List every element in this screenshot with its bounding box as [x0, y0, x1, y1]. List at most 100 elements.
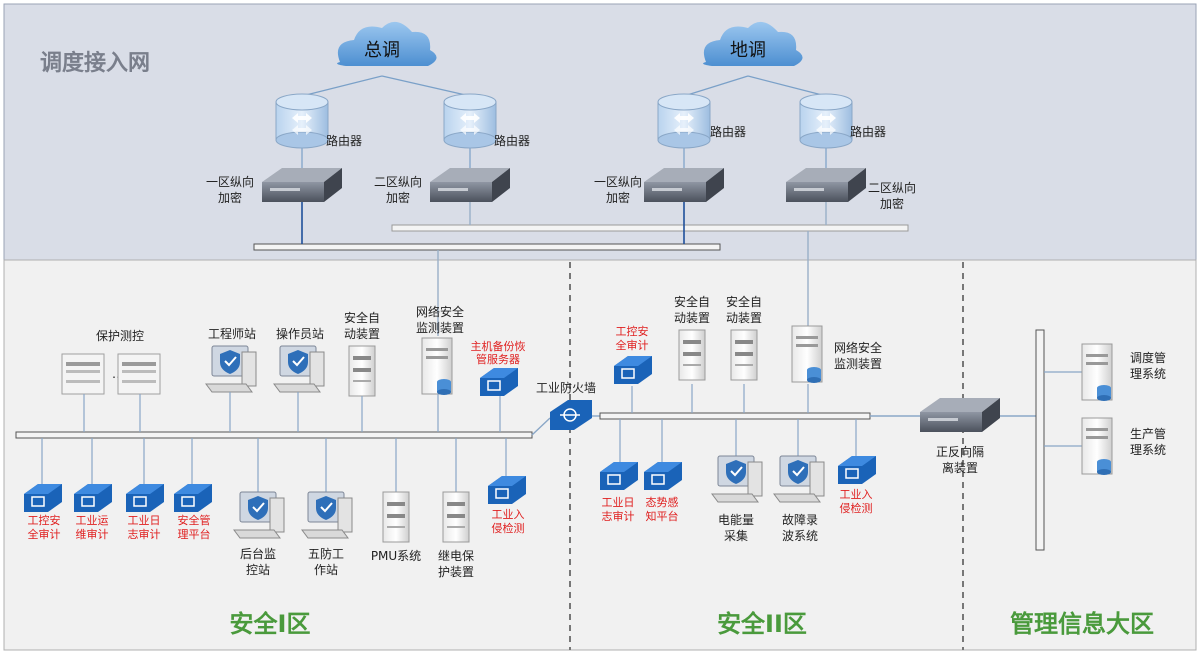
cloud-label-regional: 地调 [730, 40, 766, 61]
protection-panel-icon [117, 353, 161, 395]
encryption-to-bus-lines [301, 202, 685, 244]
zone1-bus-drops [41, 392, 507, 492]
dispatch-label: 调度管 [1130, 350, 1166, 365]
enc-label: 加密 [218, 190, 242, 205]
ids2-label: 工业入 [840, 488, 873, 501]
energy-label: 电能量 [718, 513, 754, 527]
isolation-label: 离装置 [942, 460, 978, 475]
router-icon [657, 93, 711, 149]
audit-ctrl-label: 全审计 [28, 527, 61, 541]
router-label: 路由器 [326, 133, 362, 148]
backend-label: 后台监 [240, 546, 276, 561]
enc-label: 加密 [386, 190, 410, 205]
production-label: 理系统 [1130, 443, 1166, 457]
operator-workstation-icon [273, 345, 325, 393]
router-icon [443, 93, 497, 149]
audit-ops-label: 工业运 [76, 514, 109, 527]
enc-label: 二区纵向 [374, 174, 422, 189]
secmgr-label: 理平台 [178, 527, 211, 541]
pmu-label: PMU系统 [371, 549, 421, 563]
audit2-ctrl-label: 全审计 [616, 338, 649, 352]
isolation-label: 正反向隔 [936, 444, 984, 459]
cloud-icon [337, 21, 437, 66]
zone1-bus [15, 431, 533, 439]
fiveproof-label: 作站 [314, 563, 338, 577]
zone2-encryption-links [469, 202, 827, 225]
auto-device-icon [730, 329, 758, 381]
auto-device-label: 安全自 [344, 310, 380, 325]
auto-device-icon [678, 329, 706, 381]
protection-label: 保护测控 [96, 329, 144, 343]
auto2-label: 安全自 [726, 294, 762, 309]
auto2-label: 动装置 [674, 311, 710, 325]
zone2-bus [599, 412, 871, 420]
operator-label: 操作员站 [276, 326, 324, 341]
secmgr-label: 安全管 [178, 513, 211, 527]
netmon2-label: 监测装置 [834, 357, 882, 371]
dispatch-label: 理系统 [1130, 367, 1166, 381]
production-label: 生产管 [1130, 426, 1166, 441]
netmon-server-icon [421, 337, 453, 396]
substation-zone [3, 259, 1197, 651]
zone2-title: 安全II区 [717, 610, 807, 638]
audit2-log-label: 志审计 [602, 509, 635, 523]
production-server-icon [1081, 417, 1113, 476]
auto-device-label: 动装置 [344, 327, 380, 341]
netmon-label: 监测装置 [416, 321, 464, 335]
router-label: 路由器 [850, 124, 886, 139]
cloud-label-national: 总调 [364, 40, 400, 61]
backend-workstation-icon [233, 491, 285, 539]
situation-label: 态势感 [646, 496, 679, 509]
situation-label: 知平台 [646, 509, 679, 523]
netmon2-label: 网络安全 [834, 340, 882, 355]
cloud-icon [703, 21, 803, 66]
enc-label: 加密 [880, 196, 904, 211]
router-icon [799, 93, 853, 149]
protection-panel-icon [61, 353, 105, 395]
energy-workstation-icon [711, 455, 763, 503]
zone2-bus-drops [619, 384, 857, 462]
audit2-log-label: 工业日 [602, 496, 635, 509]
enc-label: 二区纵向 [868, 180, 916, 195]
auto2-label: 安全自 [674, 294, 710, 309]
zone1-title: 安全I区 [230, 610, 311, 638]
audit-log-label: 志审计 [128, 527, 161, 541]
relay-label: 继电保 [438, 549, 474, 563]
audit-ops-label: 维审计 [76, 527, 109, 541]
relay-server-icon [442, 491, 470, 543]
dispatch-network-zone [3, 3, 1197, 261]
audit-log-label: 工业日 [128, 514, 161, 527]
fiveproof-workstation-icon [301, 491, 353, 539]
auto2-label: 动装置 [726, 311, 762, 325]
enc-label: 一区纵向 [206, 174, 254, 189]
uplink-lines [301, 75, 827, 168]
engineer-workstation-icon [205, 345, 257, 393]
engineer-label: 工程师站 [208, 326, 256, 341]
backup-label: 管服务器 [476, 352, 520, 366]
auto-device-icon [348, 345, 376, 397]
audit2-ctrl-label: 工控安 [616, 324, 649, 338]
network-title: 调度接入网 [40, 50, 150, 76]
router-label: 路由器 [710, 124, 746, 139]
ids-label: 侵检测 [492, 521, 525, 535]
zone3-title: 管理信息大区 [1010, 610, 1154, 638]
ids2-label: 侵检测 [840, 501, 873, 515]
dispatch-server-icon [1081, 343, 1113, 402]
backup-label: 主机备份恢 [471, 339, 526, 353]
audit-ctrl-label: 工控安 [28, 513, 61, 527]
fiveproof-label: 五防工 [308, 546, 344, 561]
relay-label: 护装置 [438, 565, 474, 579]
zone3-bus [1035, 329, 1045, 551]
netmon-label: 网络安全 [416, 304, 464, 319]
router-icon [275, 93, 329, 149]
energy-label: 采集 [724, 528, 748, 543]
pmu-server-icon [382, 491, 410, 543]
zone3-bus-drops [1044, 371, 1084, 447]
fault-workstation-icon [773, 455, 825, 503]
fault-label: 故障录 [782, 512, 818, 527]
netmon-server-icon [791, 325, 823, 384]
fault-label: 波系统 [782, 529, 818, 543]
enc-label: 一区纵向 [594, 174, 642, 189]
